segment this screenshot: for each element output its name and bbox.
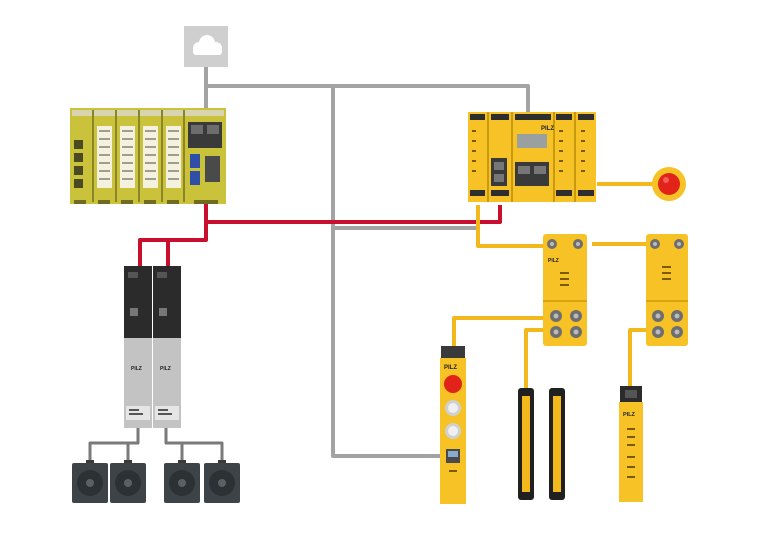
drive-bus-cable — [138, 203, 502, 266]
motor-icon — [204, 460, 240, 503]
safety-bus-cables — [452, 182, 660, 390]
io-block-left: PILZ — [543, 234, 587, 346]
light-curtain — [518, 388, 565, 500]
modular-controller — [70, 108, 226, 204]
servo-drive-left-brand: PILZ — [131, 366, 142, 372]
motor-icon — [110, 460, 146, 503]
safety-switch-brand: PILZ — [623, 412, 636, 418]
motor-cables — [88, 426, 224, 462]
emergency-stop-icon — [658, 173, 680, 195]
servo-drive-right: PILZ — [153, 266, 181, 428]
emergency-stop-icon — [444, 375, 462, 393]
pushbutton-unit-brand: PILZ — [444, 365, 457, 371]
light-curtain-icon — [518, 388, 565, 500]
emergency-stop-button — [652, 167, 686, 201]
cloud-service — [184, 26, 228, 67]
motor-3 — [164, 460, 200, 503]
motor-4 — [204, 460, 240, 503]
safety-controller-brand: PILZ — [541, 126, 554, 132]
safety-switch-icon: PILZ — [619, 386, 643, 502]
motor-icon — [164, 460, 200, 503]
motor-icon — [72, 460, 108, 503]
safety-controller: PILZ — [468, 112, 596, 202]
safety-switch: PILZ — [619, 386, 643, 502]
io-block-left-brand: PILZ — [548, 258, 559, 264]
pushbutton-control-unit: PILZ — [440, 346, 466, 504]
io-block-right — [646, 234, 688, 346]
motor-2 — [110, 460, 146, 503]
cloud-icon — [193, 35, 222, 55]
servo-drive-left: PILZ — [124, 266, 152, 428]
servo-drive-right-brand: PILZ — [160, 366, 171, 372]
motor-1 — [72, 460, 108, 503]
